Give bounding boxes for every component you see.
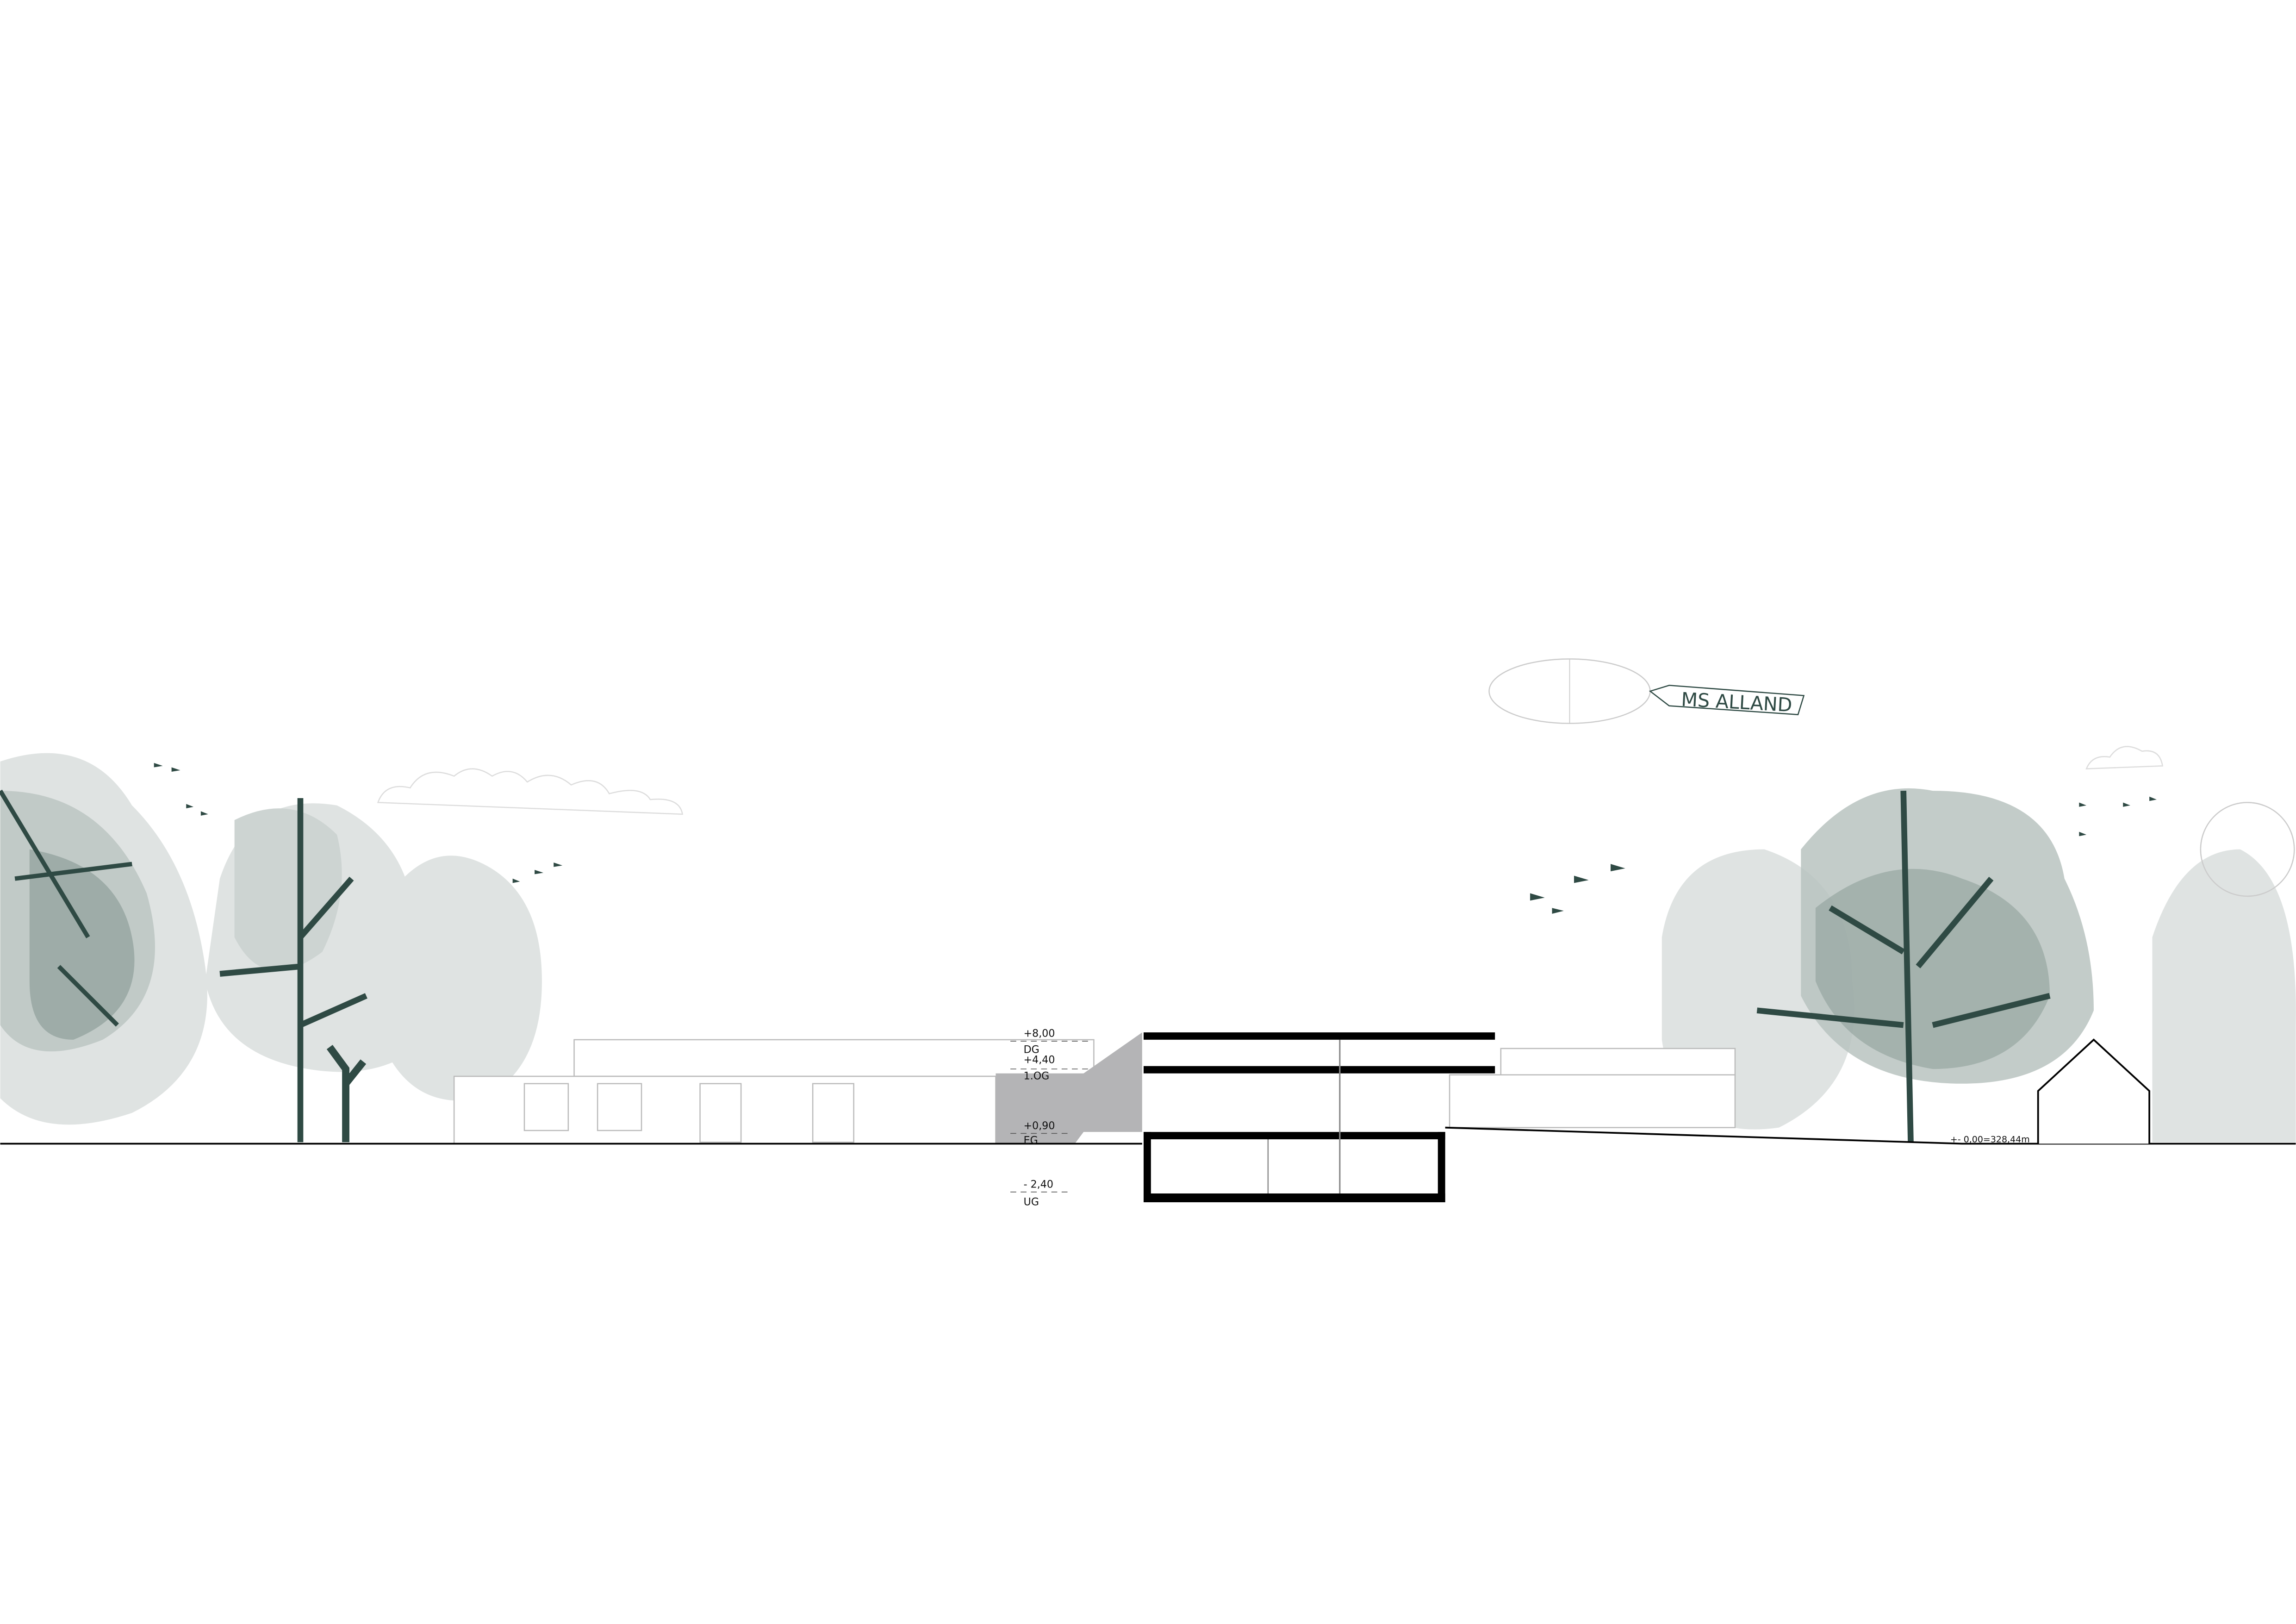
blimp: MS ALLAND	[1488, 658, 1805, 724]
building-section	[1144, 1032, 1495, 1202]
level-name: UG	[1024, 1196, 1039, 1208]
trees-right	[1661, 788, 2296, 1143]
stair-volume	[996, 1032, 1142, 1144]
level-markers: +8,00 DG +4,40 EG 1.OG +0,90 EG - 2,40 U…	[1010, 1028, 1091, 1208]
level-eg: +0,90 EG	[1010, 1120, 1069, 1146]
cloud-right	[2085, 746, 2164, 770]
cloud-left	[377, 768, 684, 815]
banner-flag	[1649, 685, 1805, 715]
level-name: DG	[1024, 1043, 1039, 1056]
level-1og: +4,40 EG 1.OG	[1010, 1054, 1091, 1082]
building-elevation-left	[453, 1039, 1736, 1144]
level-value: +0,90	[1024, 1120, 1055, 1132]
blimp-banner-text: MS ALLAND	[1680, 688, 1792, 716]
datum-label: +- 0,00=328,44m	[1950, 1134, 2030, 1144]
trees-left	[0, 753, 542, 1143]
house-outline	[2037, 1038, 2151, 1144]
level-name: EG	[1024, 1134, 1038, 1146]
level-name: 1.OG	[1024, 1070, 1050, 1082]
ground-line	[0, 1126, 2296, 1145]
birds	[154, 763, 2157, 914]
level-value: +4,40	[1024, 1054, 1055, 1066]
level-value: - 2,40	[1024, 1178, 1053, 1190]
level-value: +8,00	[1024, 1028, 1055, 1040]
level-dg: +8,00 DG	[1010, 1028, 1091, 1056]
level-ug: - 2,40 UG	[1010, 1178, 1069, 1208]
